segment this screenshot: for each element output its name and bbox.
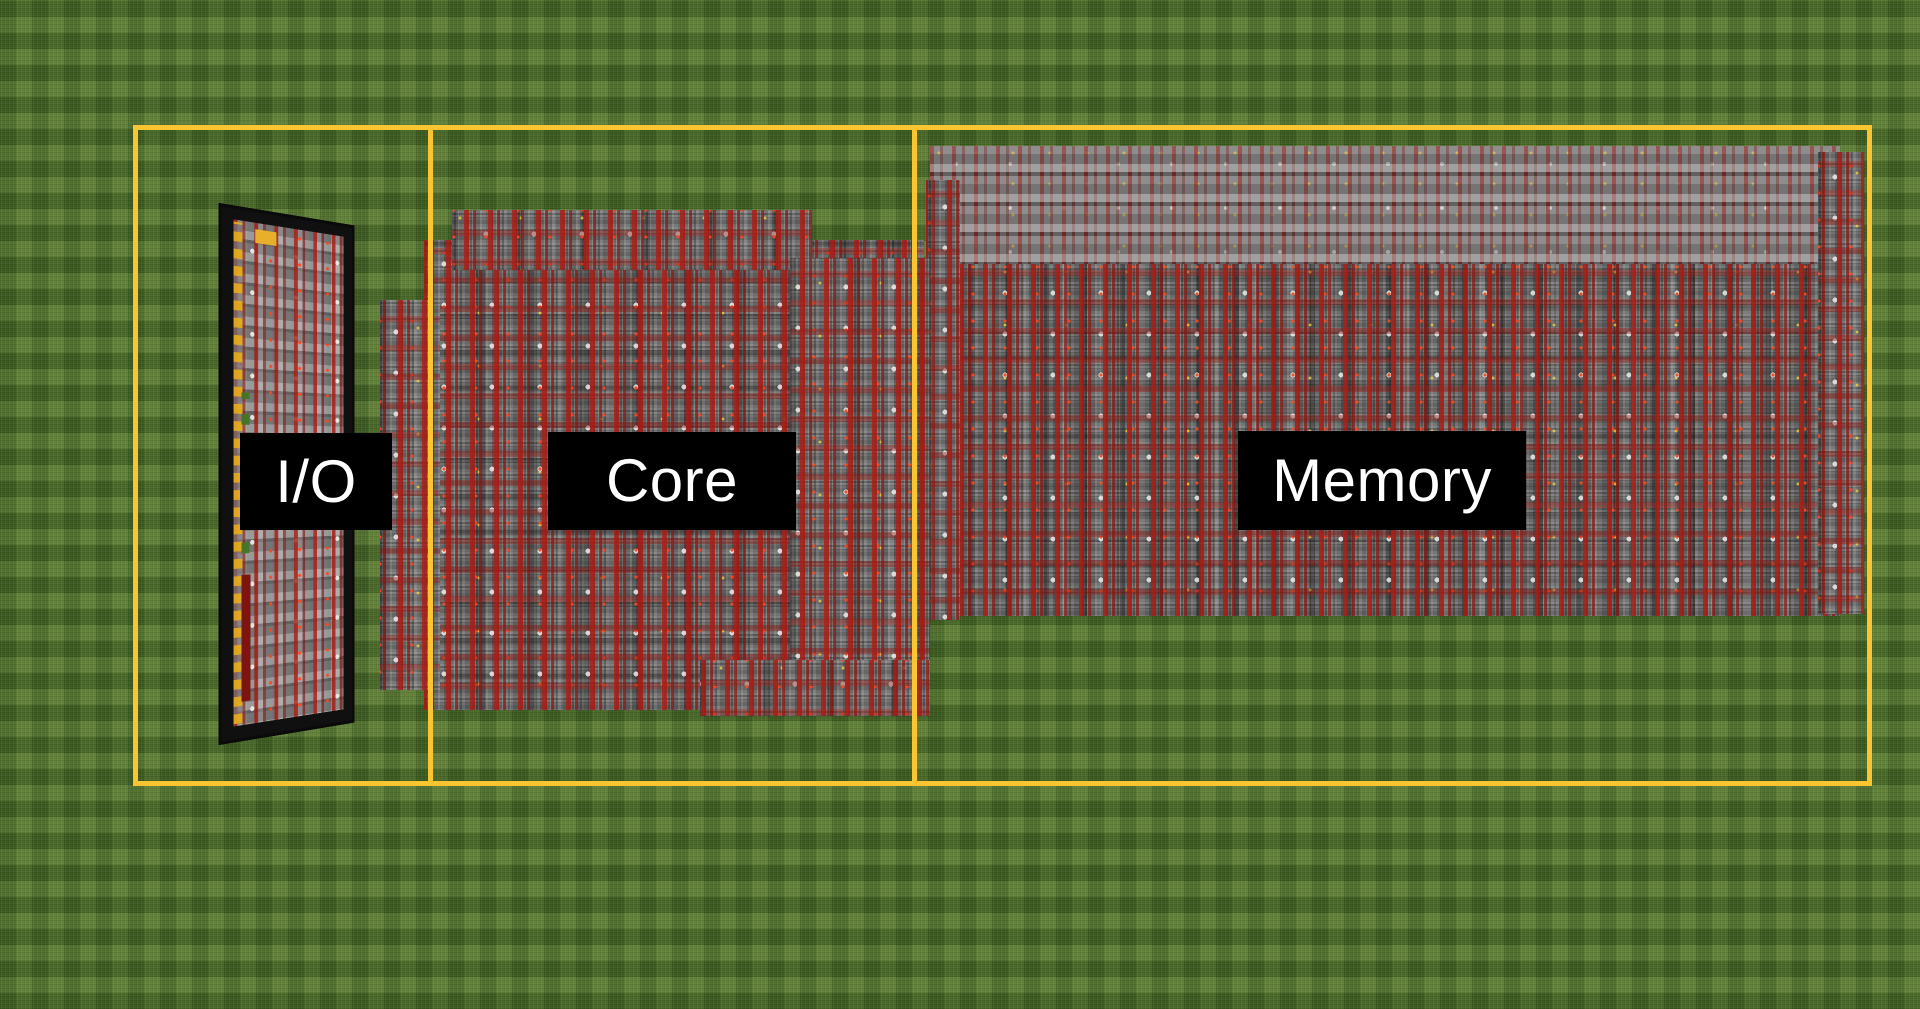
annotation-frame-bottom [133,781,1872,786]
memory-right-edge [1818,152,1864,614]
annotation-divider-io-core [428,125,433,786]
core-upper-block [452,210,812,270]
section-label-memory-text: Memory [1272,446,1492,514]
memory-right-edge-shading [1818,152,1864,614]
core-upper-shading [452,210,812,270]
section-label-core-text: Core [605,447,739,514]
core-right-stack [790,258,930,678]
section-label-core: Core [548,432,796,530]
io-red-indicator-bar [241,574,251,702]
core-right-stack-shading [790,258,930,678]
memory-bus-shading [926,180,960,620]
section-label-io: I/O [240,433,392,530]
annotation-divider-core-memory [912,125,917,786]
annotation-frame-top [133,125,1872,130]
core-lower-tail [700,660,930,716]
annotation-frame-left [133,125,138,786]
section-label-io-text: I/O [275,447,357,515]
memory-address-header [930,146,1840,264]
io-gold-marker [255,229,277,247]
core-lower-tail-shading [700,660,930,716]
annotation-frame-right [1867,125,1872,786]
section-label-memory: Memory [1238,431,1526,530]
memory-bus-column [926,180,960,620]
